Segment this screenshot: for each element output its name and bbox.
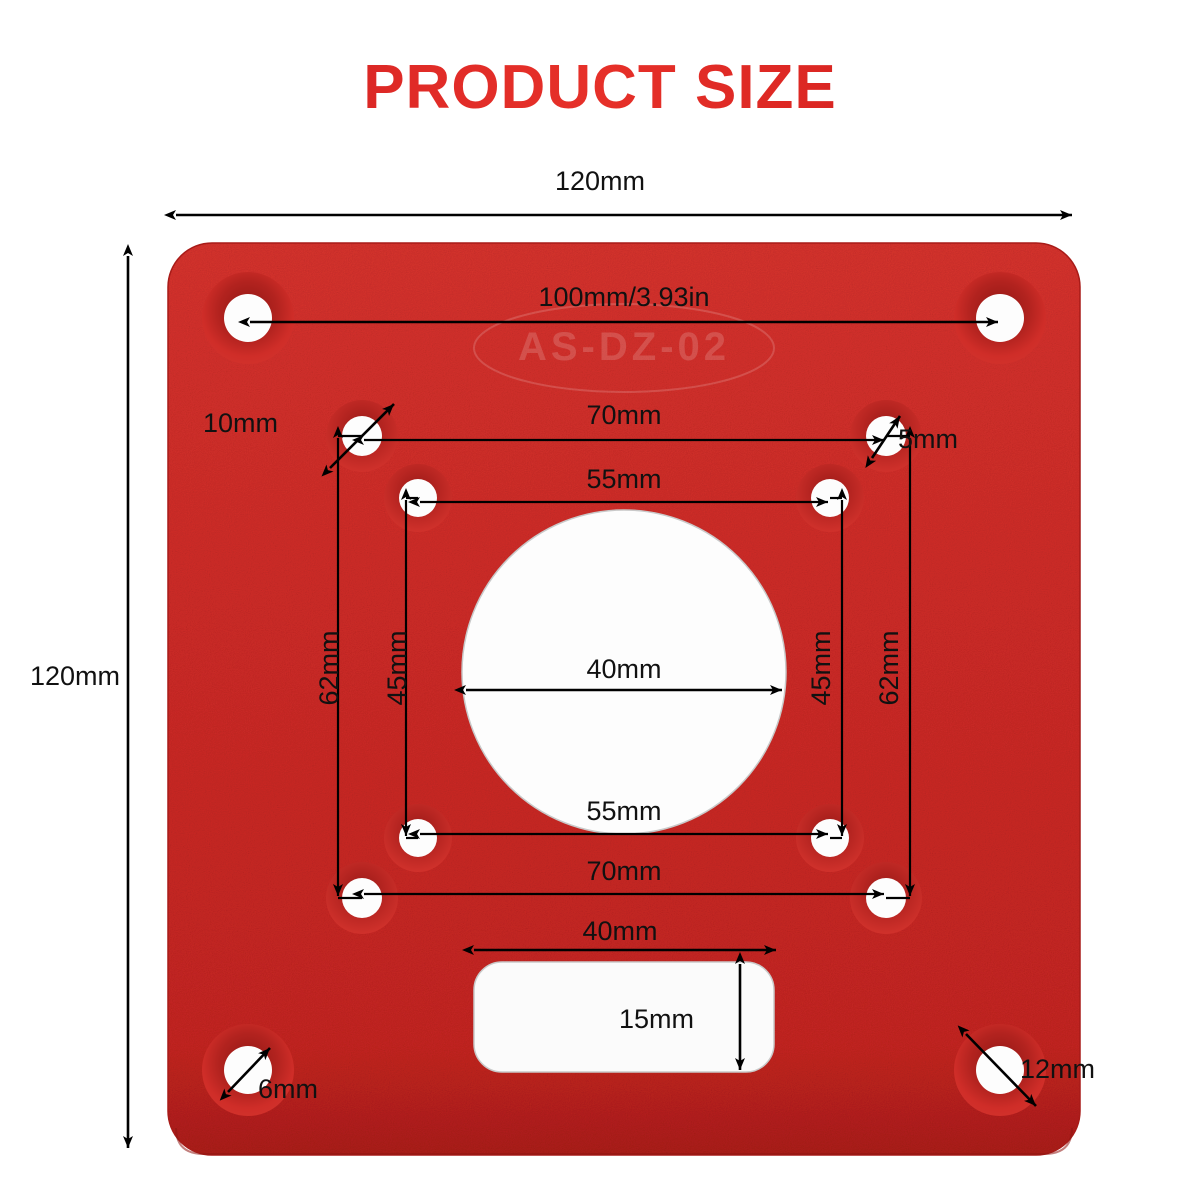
dim-inner-height-left — [401, 488, 418, 840]
label-inner-hole-diameter: 5mm — [898, 424, 958, 454]
dimension-labels: 120mm 120mm 100mm/3.93in 70mm 55mm 70mm … — [30, 166, 1095, 1104]
dim-corner-countersink-diameter — [957, 1025, 1037, 1107]
label-center-bore: 40mm — [586, 654, 661, 684]
label-slot-height: 15mm — [619, 1004, 694, 1034]
dim-corner-hole-diameter — [219, 1047, 271, 1101]
label-inner-width-bottom: 55mm — [586, 796, 661, 826]
label-inner-width-top: 55mm — [586, 464, 661, 494]
dim-inner-hole-diameter — [865, 415, 902, 468]
bottom-slot — [473, 961, 775, 1073]
corner-hole-top-left — [202, 272, 294, 364]
dim-inner-height-right — [830, 488, 847, 840]
svg-text:AS-DZ-02: AS-DZ-02 — [518, 325, 730, 369]
label-outer-hole-diameter: 10mm — [203, 408, 278, 438]
corner-hole-top-right — [954, 272, 1046, 364]
label-inner-height-right: 45mm — [806, 630, 836, 705]
engraved-marking: AS-DZ-02 — [473, 303, 775, 393]
dim-outer-hole-diameter — [321, 403, 395, 477]
label-outer-width-bottom: 70mm — [586, 856, 661, 886]
label-overall-width: 120mm — [555, 166, 645, 196]
label-inner-height-left: 45mm — [382, 630, 412, 705]
label-corner-hole-diameter: 6mm — [258, 1074, 318, 1104]
label-outer-height-left: 62mm — [314, 630, 344, 705]
label-outer-height-right: 62mm — [874, 630, 904, 705]
label-corner-countersink-diameter: 12mm — [1020, 1054, 1095, 1084]
label-outer-width-top: 70mm — [586, 400, 661, 430]
page-title: PRODUCT SIZE — [0, 52, 1200, 123]
label-overall-height: 120mm — [30, 661, 120, 691]
label-slot-width: 40mm — [582, 916, 657, 946]
label-corner-hole-span: 100mm/3.93in — [538, 282, 709, 312]
